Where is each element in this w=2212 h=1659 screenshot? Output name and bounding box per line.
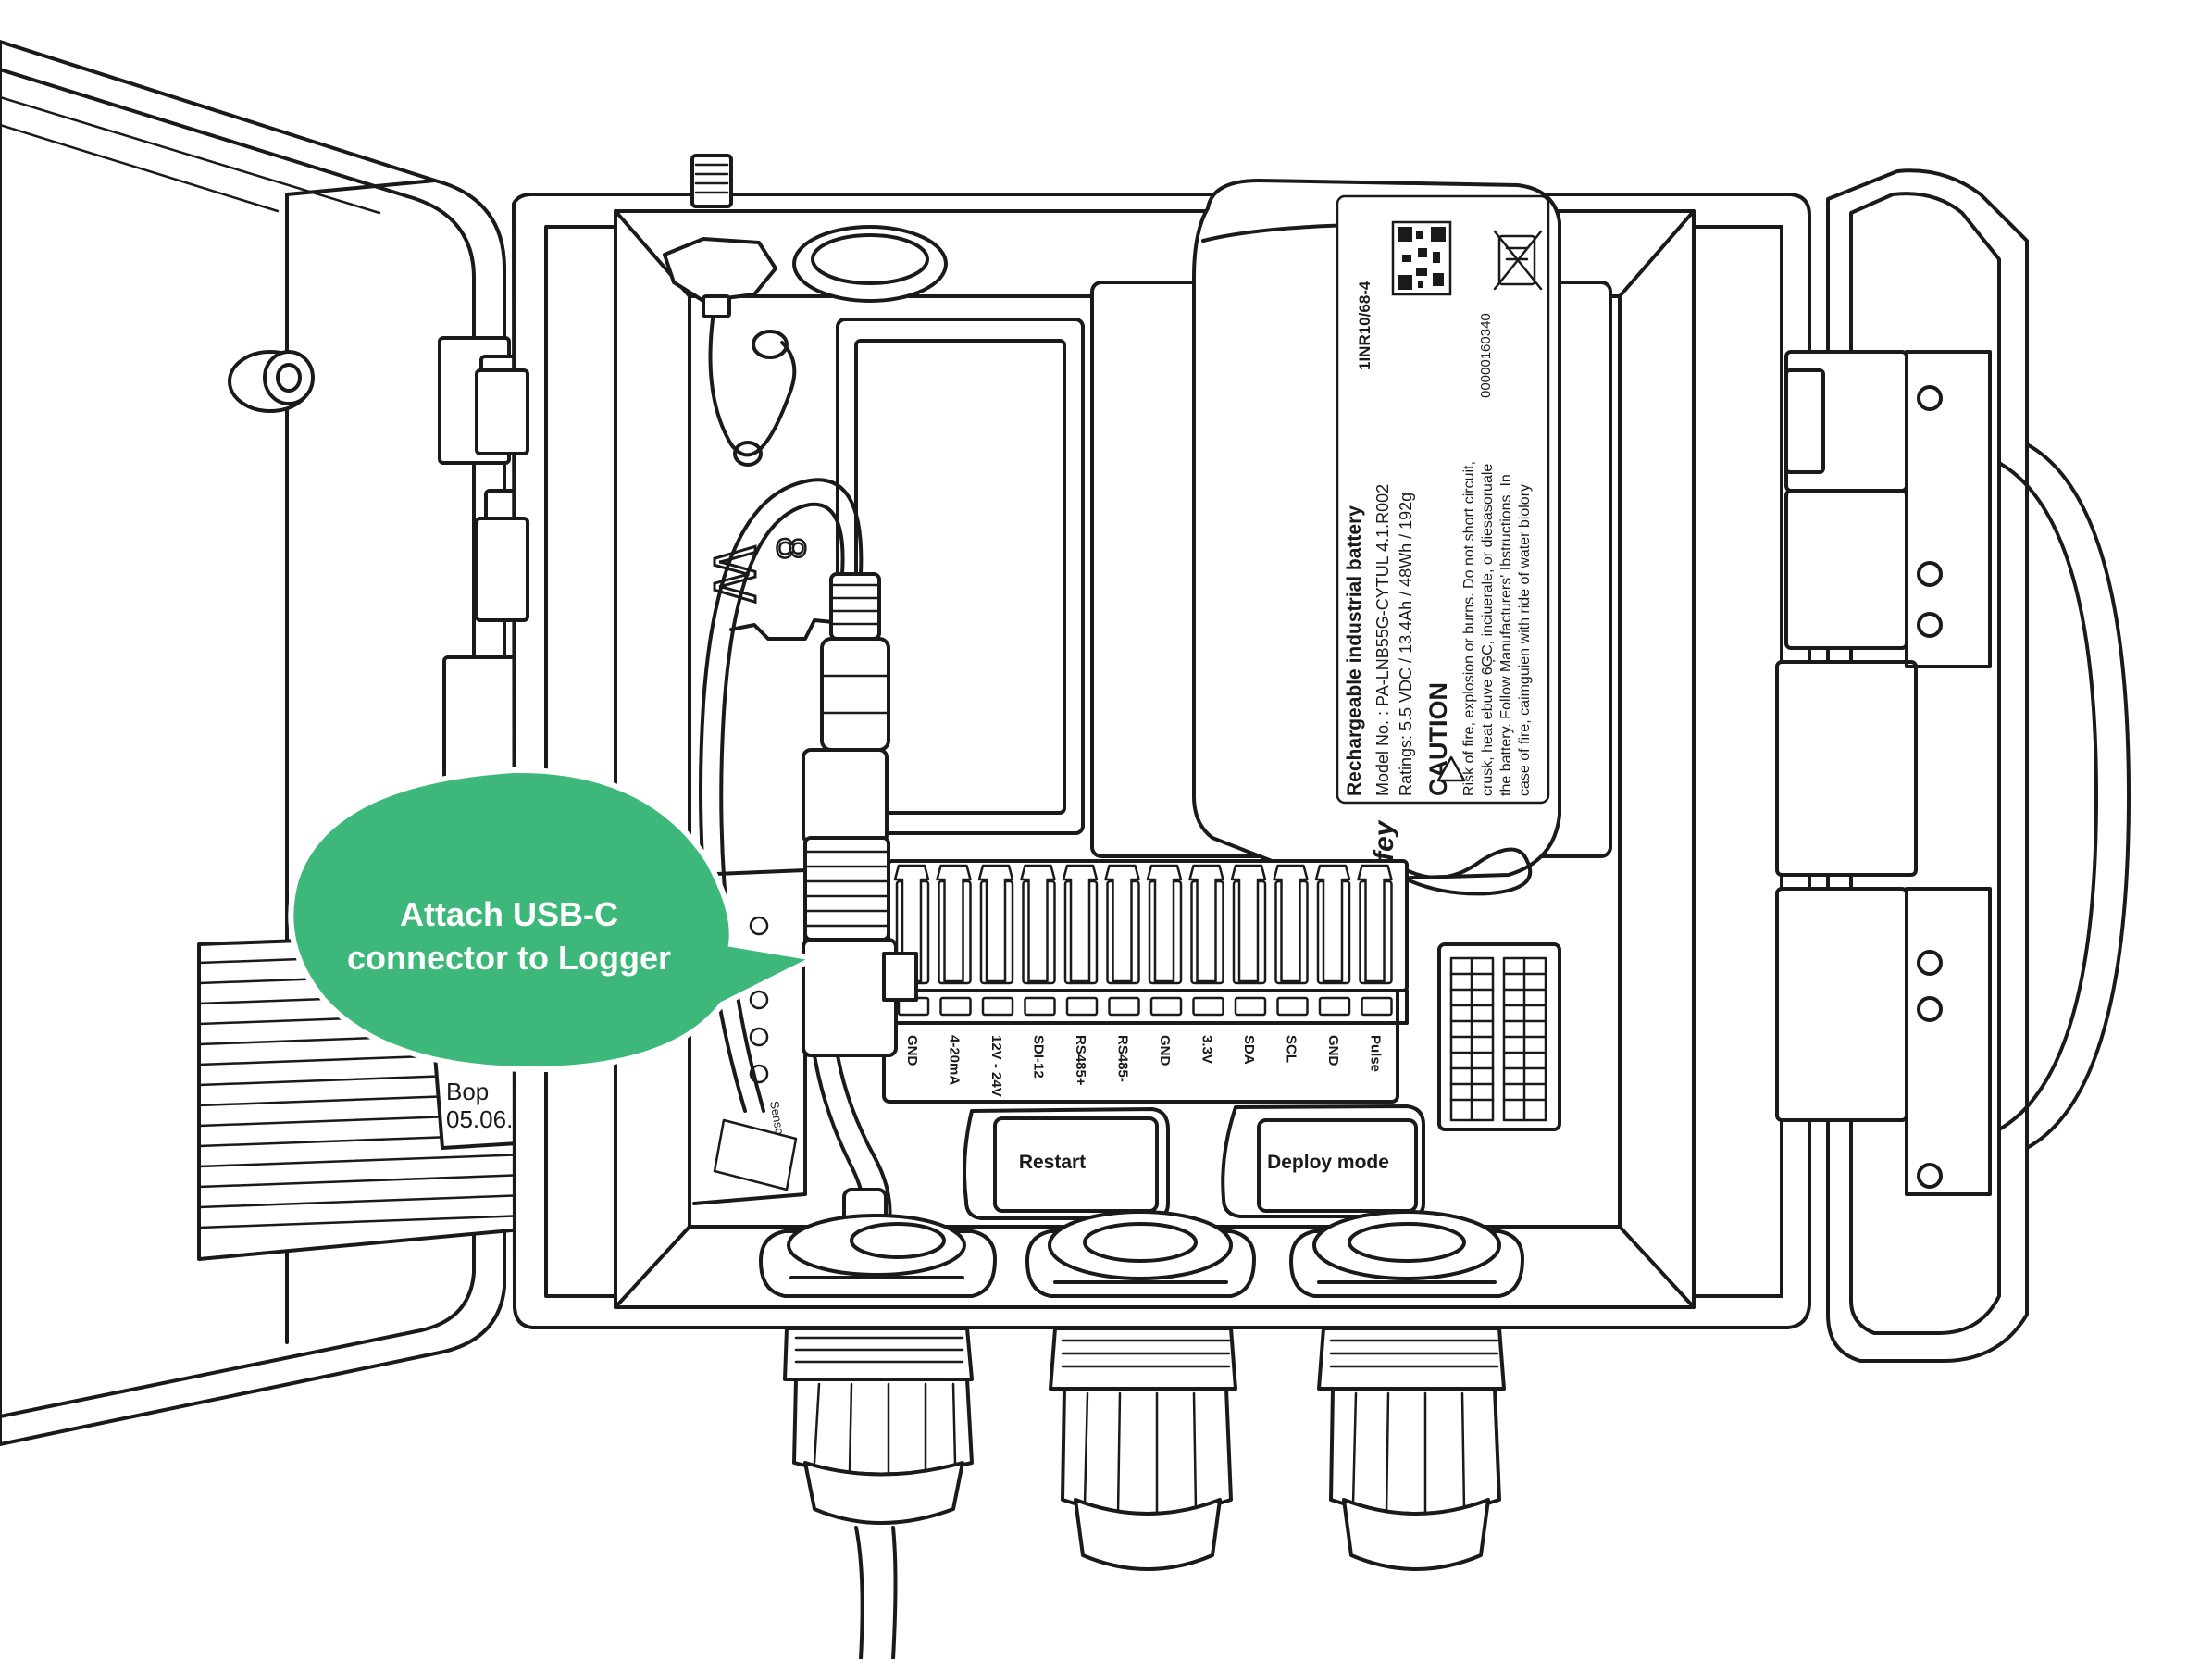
restart-button-label: Restart — [1019, 1152, 1086, 1173]
terminal-slot-4[interactable] — [1020, 864, 1056, 1017]
battery-serial: 00000160340 — [1478, 313, 1494, 398]
external-gland-2 — [1049, 1327, 1237, 1571]
terminal-slot-12[interactable] — [1357, 864, 1393, 1017]
terminal-slot-2[interactable] — [936, 864, 972, 1017]
antenna-cable: W 8 — [663, 237, 835, 650]
crossed-bin-icon — [1493, 230, 1543, 291]
terminal-label-1: GND — [904, 1035, 920, 1066]
terminal-label-2: 4-20mA — [947, 1035, 963, 1085]
terminal-label-7: GND — [1157, 1035, 1173, 1066]
instruction-callout: Attach USB-C connector to Logger — [288, 767, 824, 1073]
terminal-block: GND 4-20mA 12V - 24V SDI-12 RS485+ RS485- GND 3… — [887, 859, 1409, 1097]
terminal-label-12: Pulse — [1368, 1035, 1384, 1072]
mounting-bracket — [475, 168, 2131, 1363]
terminal-slot-11[interactable] — [1314, 864, 1351, 1017]
terminal-label-11: GND — [1325, 1035, 1341, 1066]
terminal-slot-7[interactable] — [1146, 864, 1183, 1017]
callout-line-2: connector to Logger — [347, 939, 671, 977]
terminal-slot-5[interactable] — [1062, 864, 1099, 1017]
battery-warning-2: crusk, heat ebuve 6ĢC, inciuerale, or di… — [1480, 464, 1496, 796]
terminal-label-8: 3.3V — [1199, 1035, 1215, 1064]
external-gland-1 — [783, 1327, 974, 1659]
terminal-slot-8[interactable] — [1188, 864, 1224, 1017]
cable-gland-3 — [1289, 1210, 1524, 1298]
cable-gland-1 — [759, 1214, 997, 1298]
cable-gland-2 — [1025, 1210, 1256, 1298]
caution-triangle-icon — [1436, 755, 1466, 782]
terminal-label-9: SDA — [1241, 1035, 1257, 1065]
terminal-slot-3[interactable] — [977, 864, 1014, 1017]
battery-brand-logo: fey — [1369, 819, 1399, 861]
battery-pack: Rechargeable industrial battery Model No… — [1192, 179, 1561, 896]
deploy-mode-button[interactable]: Deploy mode — [1221, 1104, 1425, 1218]
battery-side-code: 1INR10/68-4 — [1356, 281, 1373, 370]
terminal-slot-10[interactable] — [1273, 864, 1309, 1017]
battery-ratings: Ratings: 5.5 VDC / 13.4Ah / 48Wh / 192g — [1397, 493, 1415, 796]
restart-button[interactable]: Restart — [963, 1107, 1170, 1220]
battery-title: Rechargeable industrial battery — [1344, 505, 1365, 796]
external-gland-3 — [1317, 1327, 1506, 1571]
terminal-label-4: SDI-12 — [1031, 1035, 1047, 1079]
pin-header — [1449, 956, 1547, 1122]
board-mark-1: W — [702, 546, 768, 603]
deploy-mode-button-label: Deploy mode — [1267, 1152, 1389, 1173]
battery-warning-4: case of fire, caimguien with ride of wat… — [1517, 484, 1533, 796]
battery-warning-3: the battery. Follow Manufacturers' Ibstr… — [1498, 474, 1514, 796]
terminal-label-6: RS485- — [1115, 1035, 1131, 1082]
board-mark-2: 8 — [768, 537, 814, 559]
terminal-slot-6[interactable] — [1104, 864, 1140, 1017]
battery-warning-1: Risk of fire, explosion or burns. Do not… — [1461, 461, 1477, 796]
terminal-label-3: 12V - 24V — [988, 1035, 1004, 1097]
battery-qr-code — [1391, 220, 1452, 296]
door-label-line1: Вор — [446, 1078, 489, 1105]
terminal-label-10: SCL — [1284, 1035, 1299, 1063]
terminal-slot-9[interactable] — [1230, 864, 1267, 1017]
battery-model: Model No. : PA-LNB55G-CYTUL 4.1.R002 — [1373, 484, 1392, 796]
terminal-label-5: RS485+ — [1073, 1035, 1088, 1086]
callout-line-1: Attach USB-C — [400, 895, 618, 933]
